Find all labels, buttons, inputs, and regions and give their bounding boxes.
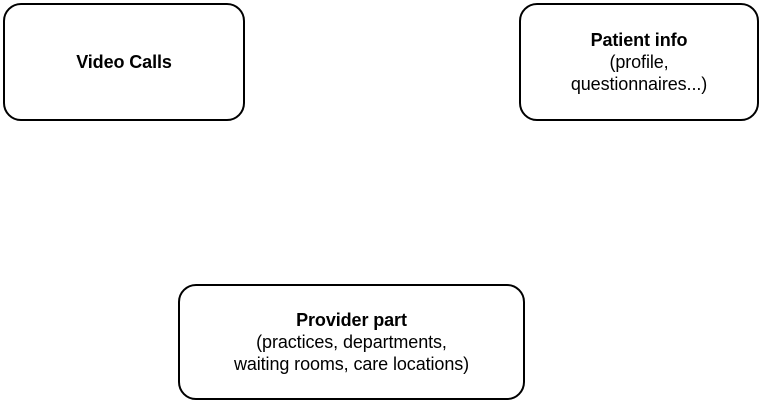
node-patient-info[interactable]: Patient info (profile, questionnaires...… [519, 3, 759, 121]
node-provider-part-line-2: waiting rooms, care locations) [233, 354, 470, 374]
node-provider-part-title: Provider part [296, 310, 407, 330]
node-patient-info-line-2: questionnaires...) [570, 74, 708, 94]
node-video-calls-title: Video Calls [76, 52, 172, 72]
node-patient-info-line-1: (profile, [609, 52, 669, 72]
node-video-calls[interactable]: Video Calls [3, 3, 245, 121]
node-provider-part[interactable]: Provider part (practices, departments, w… [178, 284, 525, 400]
node-patient-info-title: Patient info [590, 30, 688, 50]
node-provider-part-line-1: (practices, departments, [256, 332, 447, 352]
